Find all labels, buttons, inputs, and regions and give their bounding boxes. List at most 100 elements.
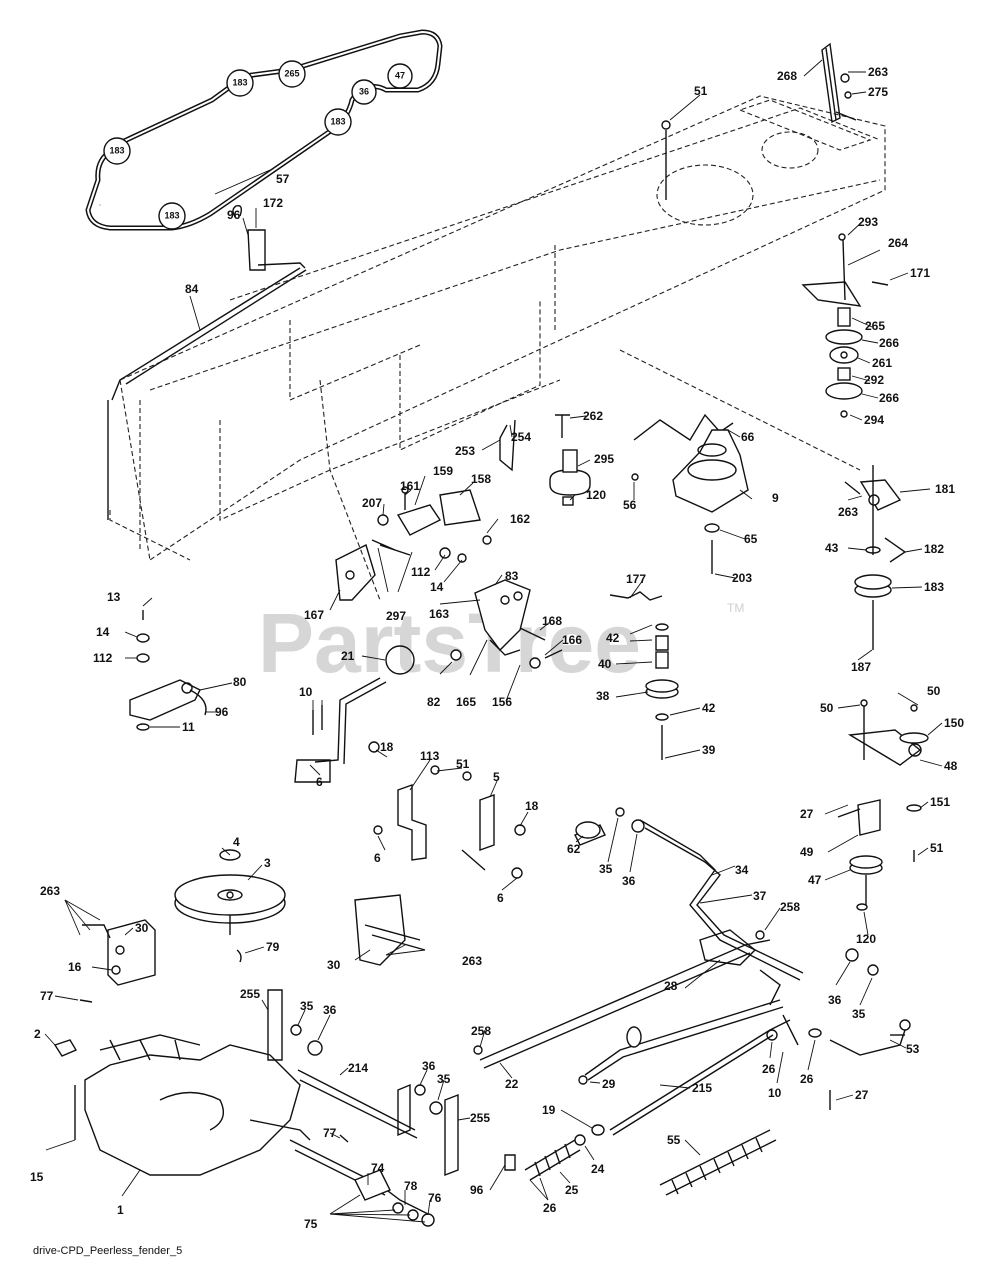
callout-label: 167 [304,608,324,622]
callout-label: 30 [135,921,149,935]
callout-label: 255 [240,987,260,1001]
callout-label: 112 [411,565,431,579]
callout-label: 171 [910,266,930,280]
callout-label: 66 [741,430,755,444]
callout-label: 162 [510,512,530,526]
callout-leaders [44,59,943,1223]
drive-belt [85,29,443,231]
callout-label: 35 [437,1072,451,1086]
callout-label: 214 [348,1061,368,1075]
callout-label: 80 [233,675,247,689]
callout-label: 182 [924,542,944,556]
belt-pulley [387,63,413,89]
callout-label: 55 [667,1133,681,1147]
belt-pulley-label: 183 [232,77,247,87]
callout-label: 293 [858,215,878,229]
callout-label: 183 [924,580,944,594]
callout-label: 10 [299,685,313,699]
callout-label: 2 [34,1027,41,1041]
callout-label: 82 [427,695,441,709]
callout-label: 38 [596,689,610,703]
callout-label: 3 [264,856,271,870]
callout-label: 36 [422,1059,436,1073]
callout-label: 84 [185,282,199,296]
callout-label: 34 [735,863,749,877]
callout-label: 120 [586,488,606,502]
callout-label: 166 [562,633,582,647]
middle-parts [499,413,907,760]
belt-pulley-label: 265 [284,68,299,78]
callout-label: 158 [471,472,491,486]
callout-label: 163 [429,607,449,621]
callout-label: 14 [96,625,110,639]
callout-label: 13 [107,590,121,604]
belt-pulley-label: 47 [395,70,405,80]
callout-label: 62 [567,842,581,856]
callout-label: 37 [753,889,767,903]
callout-labels: 57 96 172 84 268 263 275 51 293 264 171 … [30,65,964,1231]
callout-label: 27 [800,807,814,821]
callout-label: 26 [762,1062,776,1076]
callout-label: 112 [93,651,113,665]
callout-label: 275 [868,85,888,99]
callout-label: 43 [825,541,839,555]
callout-label: 27 [855,1088,869,1102]
callout-label: 6 [316,775,323,789]
callout-label: 79 [266,940,280,954]
callout-label: 26 [543,1201,557,1215]
callout-label: 96 [227,208,241,222]
callout-label: 15 [30,1170,44,1184]
lower-rods [267,894,822,1196]
callout-label: 65 [744,532,758,546]
callout-label: 56 [623,498,637,512]
callout-label: 21 [341,649,355,663]
callout-label: 19 [542,1103,556,1117]
callout-label: 18 [525,799,539,813]
callout-label: 253 [455,444,475,458]
callout-label: 159 [433,464,453,478]
callout-label: 74 [371,1161,385,1175]
callout-label: 165 [456,695,476,709]
callout-label: 30 [327,958,341,972]
watermark-text: PartsTree [258,596,641,690]
callout-label: 294 [864,413,884,427]
belt-pulley-label: 183 [109,145,124,155]
callout-label: 1 [117,1203,124,1217]
belt-pulleys: 183 183 265 47 36 183 183 183 [99,60,413,230]
callout-label: 295 [594,452,614,466]
callout-label: 207 [362,496,382,510]
callout-label: 51 [456,757,470,771]
callout-label: 254 [511,430,531,444]
callout-label: 35 [852,1007,866,1021]
callout-label: 57 [276,172,290,186]
callout-label: 96 [470,1183,484,1197]
callout-label: 150 [944,716,964,730]
callout-label: 49 [800,845,814,859]
callout-label: 36 [323,1003,337,1017]
callout-label: 258 [471,1024,491,1038]
callout-label: 76 [428,1191,442,1205]
idler-bracket-parts [829,699,929,1110]
callout-label: 78 [404,1179,418,1193]
callout-label: 5 [493,770,500,784]
callout-label: 35 [599,862,613,876]
callout-label: 263 [40,884,60,898]
callout-label: 292 [864,373,884,387]
callout-label: 18 [380,740,394,754]
callout-label: 181 [935,482,955,496]
callout-label: 35 [300,999,314,1013]
upper-right-parts [661,42,889,418]
callout-label: 29 [602,1077,616,1091]
callout-label: 50 [927,684,941,698]
callout-label: 77 [40,989,54,1003]
callout-label: 264 [888,236,908,250]
callout-label: 215 [692,1081,712,1095]
callout-label: 4 [233,835,240,849]
callout-label: 203 [732,571,752,585]
callout-label: 261 [872,356,892,370]
callout-label: 77 [323,1126,337,1140]
callout-label: 40 [598,657,612,671]
callout-label: 96 [215,705,229,719]
belt-pulley [324,108,352,136]
